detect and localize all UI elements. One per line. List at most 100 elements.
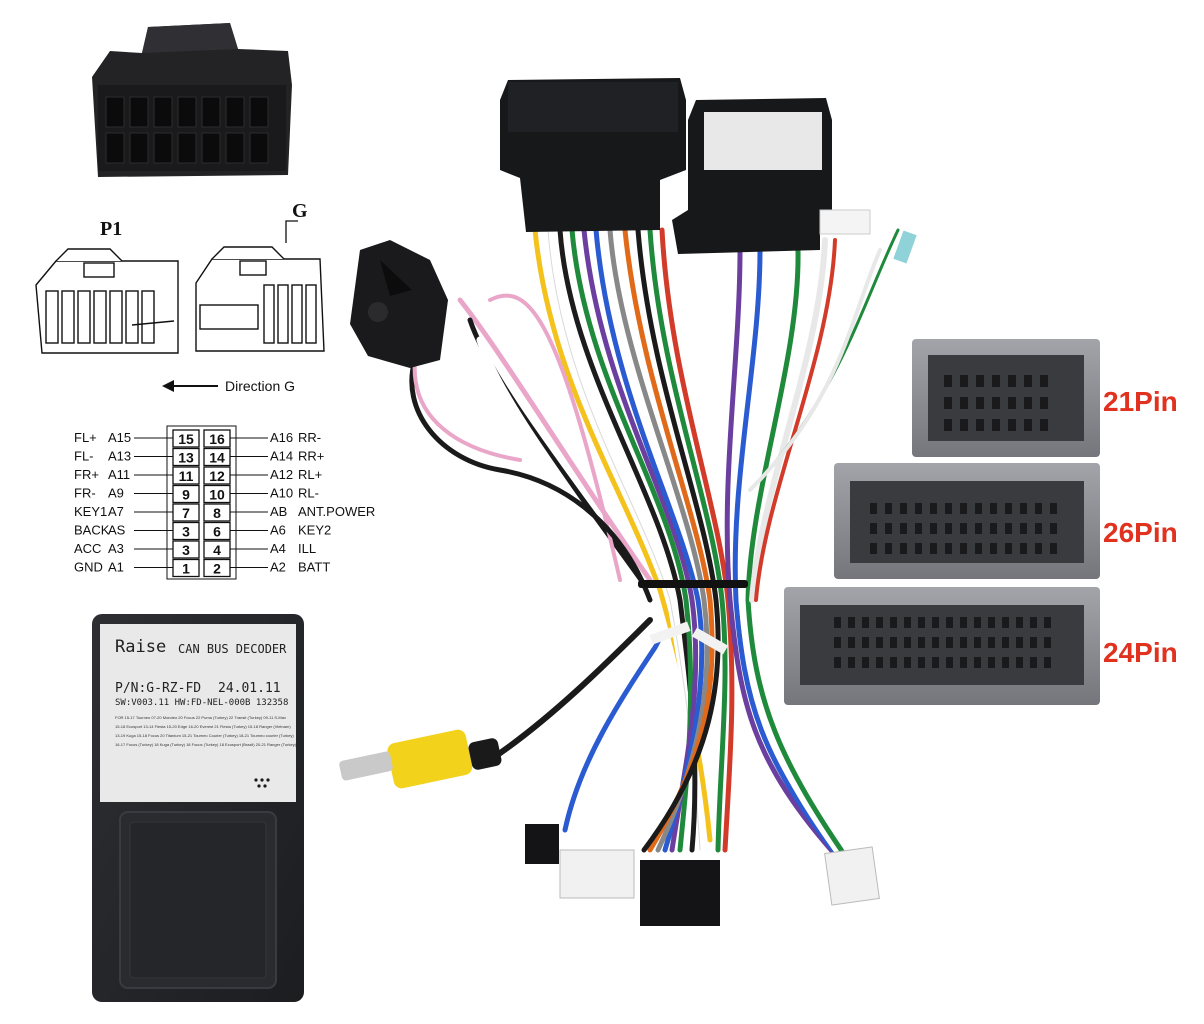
connector-pin-slot xyxy=(876,617,883,628)
pin-left-number: 3 xyxy=(182,524,190,540)
connector-pin-slot xyxy=(1002,617,1009,628)
pin-right-code: A4 xyxy=(270,541,286,556)
connector-pin-slot xyxy=(848,617,855,628)
decoder-model-line: 13-19 Kuga 15-18 Focus 20 Titanium 15-21… xyxy=(115,733,294,738)
direction-arrow-icon xyxy=(162,380,218,392)
connector-pin-slot xyxy=(960,523,967,534)
g-label: G xyxy=(292,200,308,222)
pin-left-number: 13 xyxy=(178,450,194,466)
pin-right-name: RR+ xyxy=(298,449,324,464)
connector-pin-slot xyxy=(1044,617,1051,628)
connector-pin-slot xyxy=(975,543,982,554)
connector-pin-slot xyxy=(988,657,995,668)
pin-right-number: 8 xyxy=(213,505,221,521)
pin-right-number: 4 xyxy=(213,542,221,558)
connector-pin-slot xyxy=(946,637,953,648)
connector-pin-slot xyxy=(915,503,922,514)
canbus-decoder-image xyxy=(92,614,304,1002)
connector-pin-slot xyxy=(900,543,907,554)
pin-left-box xyxy=(172,558,200,578)
connector-pin-slot xyxy=(1002,657,1009,668)
connector-pin-slot xyxy=(930,503,937,514)
connector-pin-slot xyxy=(1044,657,1051,668)
pinout-outline xyxy=(166,425,237,580)
connector-pin-slot xyxy=(834,637,841,648)
pin-left-name: BACK xyxy=(74,523,110,538)
pin-left-number: 11 xyxy=(179,468,194,484)
connector-pin-slot xyxy=(885,523,892,534)
connector-pin-slot xyxy=(1020,543,1027,554)
connector-pin-slot xyxy=(1050,523,1057,534)
connector-pin-slot xyxy=(915,543,922,554)
pin-right-name: RL+ xyxy=(298,467,322,482)
connector-pin-slot xyxy=(870,503,877,514)
pin-left-name: ACC xyxy=(74,541,101,556)
pin-right-name: ILL xyxy=(298,541,316,556)
pin-left-code: A13 xyxy=(108,449,131,464)
p1-label: P1 xyxy=(100,218,123,240)
connector-pin-slot xyxy=(1050,543,1057,554)
connector-pin-slot xyxy=(918,657,925,668)
decoder-model-line: 15-18 Ecosport 13-14 Fiesta 15-20 Edge 1… xyxy=(115,724,291,729)
pin-right-number: 6 xyxy=(213,524,221,540)
connector-pin-slot xyxy=(885,503,892,514)
connector-pin-slot xyxy=(900,503,907,514)
pin-left-name: KEY1 xyxy=(74,504,107,519)
connector-pin-slot xyxy=(932,637,939,648)
pin-right-name: KEY2 xyxy=(298,523,331,538)
connector-pin-slot xyxy=(1035,543,1042,554)
pin-right-code: A14 xyxy=(270,449,293,464)
pin-left-code: A9 xyxy=(108,486,124,501)
connector-pin-slot xyxy=(876,657,883,668)
connector-21pin-label: 21Pin xyxy=(1103,386,1178,417)
connector-pin-slot xyxy=(990,503,997,514)
decoder-part-number: P/N:G-RZ-FD xyxy=(115,681,202,696)
connector-pin-slot xyxy=(904,657,911,668)
connector-pin-slot xyxy=(990,543,997,554)
pin-left-number: 1 xyxy=(182,561,190,577)
pin-left-box xyxy=(172,540,200,559)
pin-right-code: A2 xyxy=(270,560,286,575)
pin-left-code: A3 xyxy=(108,541,124,556)
pin-right-number: 12 xyxy=(209,468,225,484)
connector-pin-slot xyxy=(1005,503,1012,514)
connector-pin-slot xyxy=(946,617,953,628)
connector-pin-slot xyxy=(834,617,841,628)
pin-right-code: A10 xyxy=(270,486,293,501)
pin-right-number: 16 xyxy=(209,431,225,447)
connector-pin-slot xyxy=(1030,617,1037,628)
pin-right-number: 14 xyxy=(209,450,225,466)
pin-left-number: 3 xyxy=(182,542,190,558)
harness-line-drawing xyxy=(35,220,325,354)
connector-24pin-label: 24Pin xyxy=(1103,637,1178,668)
connector-pin-slot xyxy=(900,523,907,534)
connector-pin-slot xyxy=(1005,523,1012,534)
connector-pin-slot xyxy=(960,543,967,554)
pin-left-code: A1 xyxy=(108,560,124,575)
connector-pin-slot xyxy=(1050,503,1057,514)
connector-pin-slot xyxy=(930,523,937,534)
vehicle-connectors-image xyxy=(784,339,1100,705)
pin-left-number: 9 xyxy=(182,487,190,503)
pin-right-code: AB xyxy=(270,504,287,519)
pin-left-box xyxy=(172,521,200,541)
connector-pin-slot xyxy=(974,637,981,648)
connector-pin-slot xyxy=(1030,637,1037,648)
connector-pin-slot xyxy=(1020,523,1027,534)
pin-left-code: A15 xyxy=(108,430,131,445)
pin-right-name: RR- xyxy=(298,430,321,445)
pin-left-box xyxy=(172,466,200,485)
pin-left-box xyxy=(172,447,200,467)
connector-pin-slot xyxy=(988,637,995,648)
connector-pin-slot xyxy=(1016,657,1023,668)
pin-left-name: GND xyxy=(74,560,103,575)
pin-left-name: FL+ xyxy=(74,430,97,445)
pin-right-name: BATT xyxy=(298,560,330,575)
pin-left-box xyxy=(172,503,200,522)
connector-pin-slot xyxy=(1030,657,1037,668)
connector-pin-slot xyxy=(974,617,981,628)
connector-pin-slot xyxy=(960,637,967,648)
decoder-models: FOR 15-17 Tourneo 07-20 Mondeo 20 Focus … xyxy=(115,713,296,749)
connector-pin-slot xyxy=(975,523,982,534)
connector-pin-slot xyxy=(1020,503,1027,514)
